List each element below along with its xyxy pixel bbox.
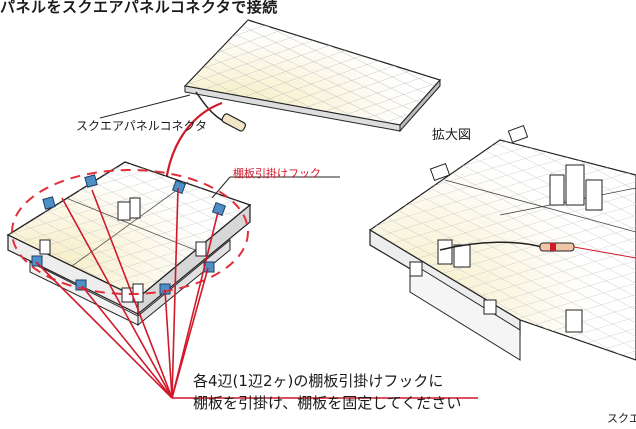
shelf-assembly <box>6 161 252 327</box>
hook-label: 棚板引掛けフック <box>233 167 321 180</box>
square-panel-icon <box>183 19 442 133</box>
edge-text-fragment: スクエ <box>607 412 636 425</box>
connector-label: スクエアパネルコネクタ <box>76 119 208 133</box>
display-block-icon <box>437 164 603 333</box>
hook-callout-leader <box>211 176 231 199</box>
display-block-icon <box>39 197 207 303</box>
enlarged-view <box>368 124 636 361</box>
page-title: パネルをスクエアパネルコネクタで接続 <box>0 0 278 16</box>
hook-highlight-ring <box>11 169 249 295</box>
connector-cable-icon <box>99 91 247 132</box>
zoom-label: 拡大図 <box>432 128 472 143</box>
instruction-line-2: 棚板を引掛け、棚板を固定してください <box>193 394 462 412</box>
instruction-leaders <box>35 187 478 399</box>
instruction-line-1: 各4辺(1辺2ヶ)の棚板引掛けフックに <box>193 372 444 390</box>
